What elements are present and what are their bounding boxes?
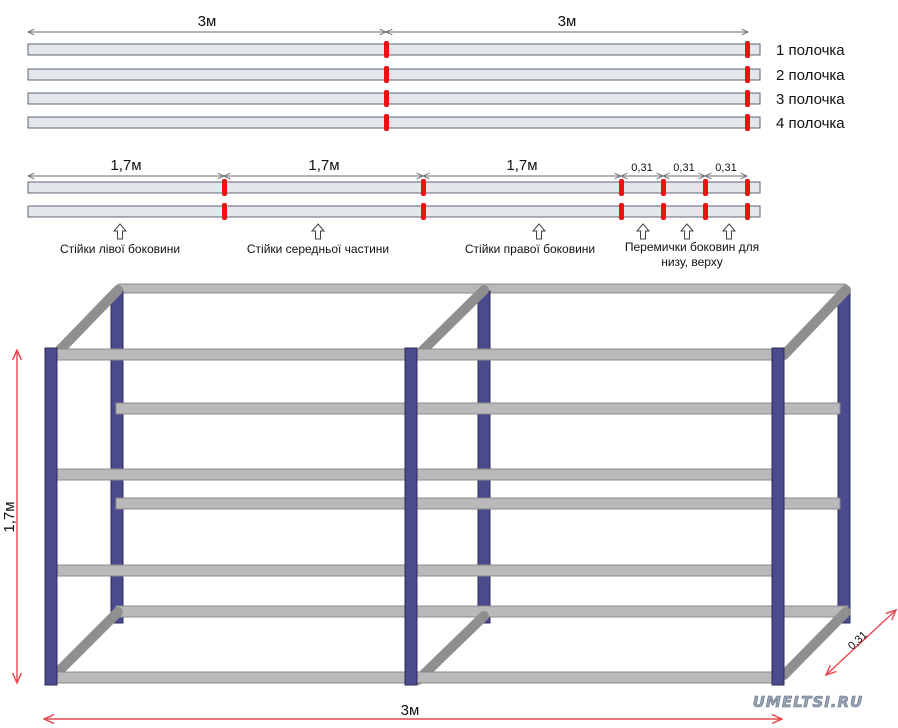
- dim-jumper-1: 0,31: [631, 162, 652, 174]
- post-cut-plan: 1,7м 1,7м 1,7м 0,31 0,31 0,31: [27, 157, 761, 269]
- cut-mark: [384, 90, 389, 107]
- up-arrow-icon: [679, 223, 695, 240]
- cut-mark: [384, 66, 389, 83]
- depth-dim-line: [826, 610, 896, 675]
- up-arrow-icon: [310, 223, 326, 240]
- cut-mark: [703, 203, 708, 220]
- height-label: 1,7м: [1, 501, 18, 532]
- cut-mark: [703, 179, 708, 196]
- up-arrow-icon: [635, 223, 651, 240]
- back-post-right: [837, 290, 851, 624]
- cut-mark: [421, 179, 426, 196]
- caption-right-posts: Стійки правої боковини: [465, 242, 595, 256]
- up-arrow-icon: [721, 223, 737, 240]
- cut-mark: [745, 41, 750, 58]
- caption-jumpers-line2: низу, верху: [661, 255, 723, 269]
- cut-mark: [661, 179, 666, 196]
- side-rail: [413, 285, 489, 360]
- cut-mark: [745, 203, 750, 220]
- watermark-logo: UMELTSI.RU: [753, 693, 863, 711]
- front-post-middle: [404, 347, 418, 686]
- cut-mark: [661, 203, 666, 220]
- shelf-board-2: 2 полочка: [27, 66, 845, 84]
- shelf-label-2: 2 полочка: [776, 67, 845, 84]
- cut-mark: [745, 66, 750, 83]
- cut-mark: [222, 203, 227, 220]
- dim-post-middle: 1,7м: [308, 157, 339, 174]
- dim-top-right: 3м: [558, 13, 577, 30]
- cut-mark: [421, 203, 426, 220]
- side-rail: [779, 285, 851, 360]
- cut-mark: [384, 114, 389, 131]
- shelf-label-1: 1 полочка: [776, 42, 845, 59]
- up-arrow-icon: [112, 223, 128, 240]
- caption-left-posts: Стійки лівої боковини: [60, 242, 180, 256]
- shelf-board-1: 1 полочка: [27, 41, 845, 59]
- shelf-label-4: 4 полочка: [776, 115, 845, 132]
- cut-mark: [745, 90, 750, 107]
- back-shelf: [115, 497, 841, 510]
- up-arrow-icon: [531, 223, 547, 240]
- shelf-label-3: 3 полочка: [776, 91, 845, 108]
- caption-jumpers-line1: Перемички боковин для: [625, 240, 759, 254]
- cut-mark: [619, 179, 624, 196]
- cut-mark: [619, 203, 624, 220]
- post-board-2: [27, 203, 761, 220]
- cut-mark: [745, 114, 750, 131]
- front-post-left: [44, 347, 58, 686]
- shelf-board-3: 3 полочка: [27, 90, 845, 108]
- side-rail: [50, 285, 123, 360]
- length-label: 3м: [401, 702, 420, 719]
- front-shelf: [51, 348, 785, 361]
- back-shelf: [115, 402, 841, 415]
- top-cut-plan: 3м 3м 1 полочка 2 полочка 3 полочка 4 по…: [28, 13, 845, 132]
- side-rail: [50, 607, 123, 680]
- cut-mark: [745, 179, 750, 196]
- shelving-frame: [44, 283, 851, 686]
- front-shelf: [51, 564, 785, 577]
- dim-top-left: 3м: [198, 13, 217, 30]
- dim-post-left: 1,7м: [110, 157, 141, 174]
- depth-label: 0,31: [846, 629, 870, 652]
- post-board-1: [27, 179, 761, 196]
- caption-middle-posts: Стійки середньої частини: [247, 242, 389, 256]
- front-post-right: [771, 347, 785, 686]
- dim-jumper-3: 0,31: [715, 162, 736, 174]
- front-shelf: [51, 671, 785, 684]
- dim-jumper-2: 0,31: [673, 162, 694, 174]
- cut-mark: [384, 41, 389, 58]
- front-shelf: [51, 468, 785, 481]
- cut-mark: [222, 179, 227, 196]
- side-rail: [413, 611, 489, 685]
- shelf-board-4: 4 полочка: [27, 114, 845, 132]
- dim-post-right: 1,7м: [506, 157, 537, 174]
